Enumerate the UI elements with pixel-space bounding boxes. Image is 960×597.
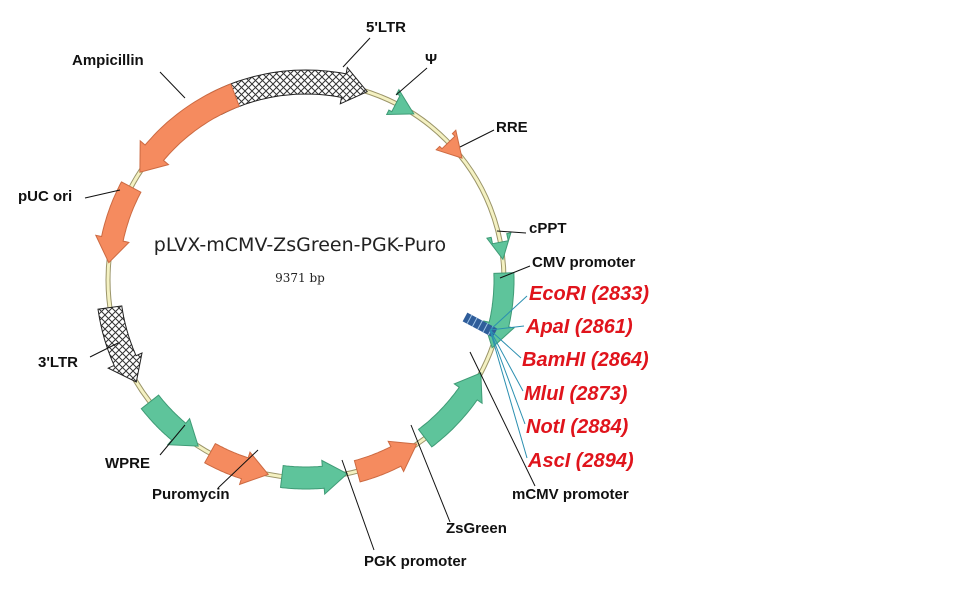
feature-label-pgk: PGK promoter bbox=[364, 553, 467, 570]
feature-label-puc: pUC ori bbox=[18, 188, 72, 205]
feature-label-amp: Ampicillin bbox=[72, 52, 144, 69]
feature-arrow-puro bbox=[204, 442, 270, 486]
leader-site-ecori bbox=[489, 295, 528, 331]
leader-cmv bbox=[499, 265, 531, 279]
leader-site-bamhi bbox=[489, 329, 522, 359]
feature-arrow-puc bbox=[94, 181, 142, 264]
site-label-ecori: EcoRI (2833) bbox=[529, 283, 649, 305]
feature-arrow-pgk bbox=[279, 459, 349, 496]
leader-puro bbox=[217, 449, 259, 489]
feature-arrow-psi bbox=[385, 88, 415, 116]
feature-arrow-amp bbox=[139, 83, 240, 173]
leader-ltr5 bbox=[342, 37, 371, 68]
feature-label-cmv: CMV promoter bbox=[532, 254, 636, 271]
leader-rre bbox=[459, 129, 495, 148]
leader-cppt bbox=[496, 230, 527, 234]
leader-psi bbox=[395, 67, 428, 96]
plasmid-name: pLVX-mCMV-ZsGreen-PGK-Puro bbox=[154, 234, 446, 256]
feature-label-puro: Puromycin bbox=[152, 486, 230, 503]
feature-label-ltr3: 3'LTR bbox=[38, 354, 78, 371]
leader-puc bbox=[84, 189, 121, 199]
leader-pgk bbox=[341, 459, 375, 551]
site-label-noti: NotI (2884) bbox=[526, 416, 629, 438]
feature-arrow-rre bbox=[435, 129, 463, 159]
leader-wpre bbox=[159, 424, 186, 456]
leader-site-asci bbox=[489, 329, 528, 459]
feature-arrow-zsgreen bbox=[353, 440, 418, 483]
feature-label-psi: Ψ bbox=[425, 51, 437, 68]
feature-label-wpre: WPRE bbox=[105, 455, 150, 472]
leader-site-apai bbox=[489, 325, 525, 331]
feature-arrow-cppt bbox=[486, 232, 512, 261]
site-label-apai: ApaI (2861) bbox=[525, 316, 633, 338]
leader-amp bbox=[159, 71, 186, 99]
feature-arrow-wpre bbox=[140, 394, 199, 447]
leader-site-noti bbox=[489, 329, 526, 425]
feature-label-cppt: cPPT bbox=[529, 220, 567, 237]
leader-site-mlui bbox=[489, 329, 524, 392]
site-label-asci: AscI (2894) bbox=[527, 450, 634, 472]
feature-arrow-ltr3 bbox=[97, 305, 143, 383]
site-label-mlui: MluI (2873) bbox=[524, 383, 628, 405]
feature-arrow-ltr5 bbox=[210, 66, 369, 115]
feature-label-ltr5: 5'LTR bbox=[366, 19, 406, 36]
leader-ltr3 bbox=[89, 342, 119, 358]
leader-zsgreen bbox=[410, 424, 451, 523]
feature-arrow-mcmv bbox=[417, 372, 483, 448]
site-label-bamhi: BamHI (2864) bbox=[522, 349, 649, 371]
leader-mcmv bbox=[469, 351, 536, 487]
feature-label-mcmv: mCMV promoter bbox=[512, 486, 629, 503]
feature-label-rre: RRE bbox=[496, 119, 528, 136]
feature-label-zsgreen: ZsGreen bbox=[446, 520, 507, 537]
plasmid-size: 9371 bp bbox=[275, 271, 325, 285]
feature-arrow-cmv bbox=[483, 272, 515, 349]
